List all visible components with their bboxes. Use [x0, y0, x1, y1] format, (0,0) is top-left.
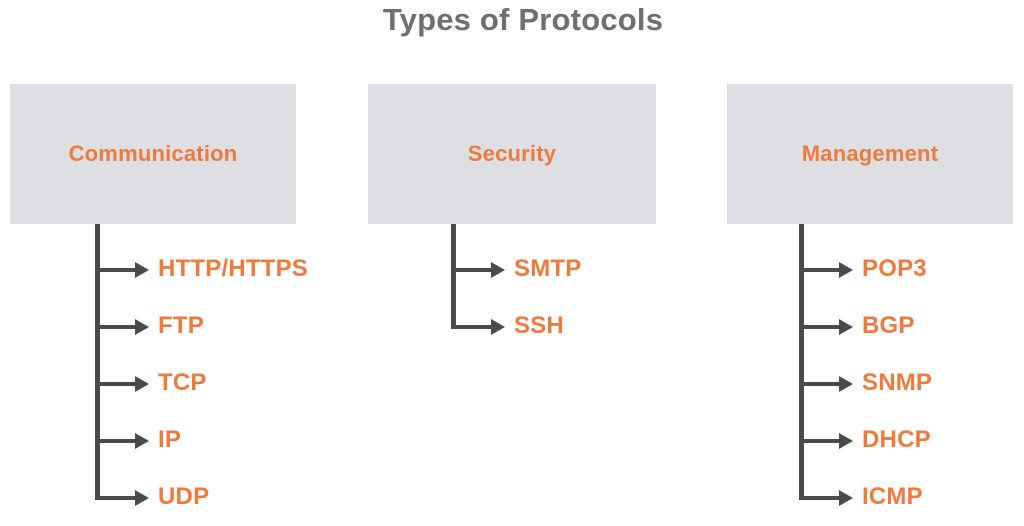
- arrow-right-icon: [135, 262, 149, 278]
- arrow-right-icon: [491, 319, 505, 335]
- connector-line: [95, 439, 135, 443]
- protocol-item-label: FTP: [158, 312, 204, 339]
- arrow-right-icon: [491, 262, 505, 278]
- protocol-item-label: POP3: [862, 255, 927, 282]
- tree-trunk-line: [451, 224, 456, 329]
- category-label: Management: [801, 141, 939, 166]
- protocol-item-label: HTTP/HTTPS: [158, 255, 308, 282]
- arrow-right-icon: [839, 262, 853, 278]
- category-box-communication: Communication: [10, 84, 296, 224]
- connector-line: [95, 496, 135, 500]
- tree-trunk-line: [95, 224, 100, 500]
- connector-line: [95, 325, 135, 329]
- arrow-right-icon: [135, 319, 149, 335]
- page-title: Types of Protocols: [382, 2, 664, 37]
- arrow-right-icon: [839, 490, 853, 506]
- protocol-item-label: SSH: [514, 312, 564, 339]
- category-label: Communication: [68, 141, 238, 166]
- arrow-right-icon: [839, 319, 853, 335]
- tree-trunk-line: [799, 224, 804, 500]
- connector-line: [95, 382, 135, 386]
- protocol-item-label: BGP: [862, 312, 915, 339]
- arrow-right-icon: [839, 433, 853, 449]
- category-label: Security: [467, 141, 557, 166]
- protocol-item-label: ICMP: [862, 483, 923, 510]
- protocol-item-label: DHCP: [862, 426, 931, 453]
- arrow-right-icon: [135, 490, 149, 506]
- connector-line: [799, 268, 839, 272]
- connector-line: [799, 496, 839, 500]
- protocol-item-label: IP: [158, 426, 182, 453]
- arrow-right-icon: [839, 376, 853, 392]
- connector-line: [451, 268, 491, 272]
- category-box-security: Security: [368, 84, 656, 224]
- protocol-item-label: SNMP: [862, 369, 933, 396]
- connector-line: [799, 325, 839, 329]
- protocol-item-label: SMTP: [514, 255, 582, 282]
- protocol-item-label: TCP: [158, 369, 207, 396]
- connector-line: [799, 382, 839, 386]
- connector-line: [451, 325, 491, 329]
- connector-line: [95, 268, 135, 272]
- connector-line: [799, 439, 839, 443]
- arrow-right-icon: [135, 433, 149, 449]
- protocol-item-label: UDP: [158, 483, 210, 510]
- arrow-right-icon: [135, 376, 149, 392]
- category-box-management: Management: [727, 84, 1013, 224]
